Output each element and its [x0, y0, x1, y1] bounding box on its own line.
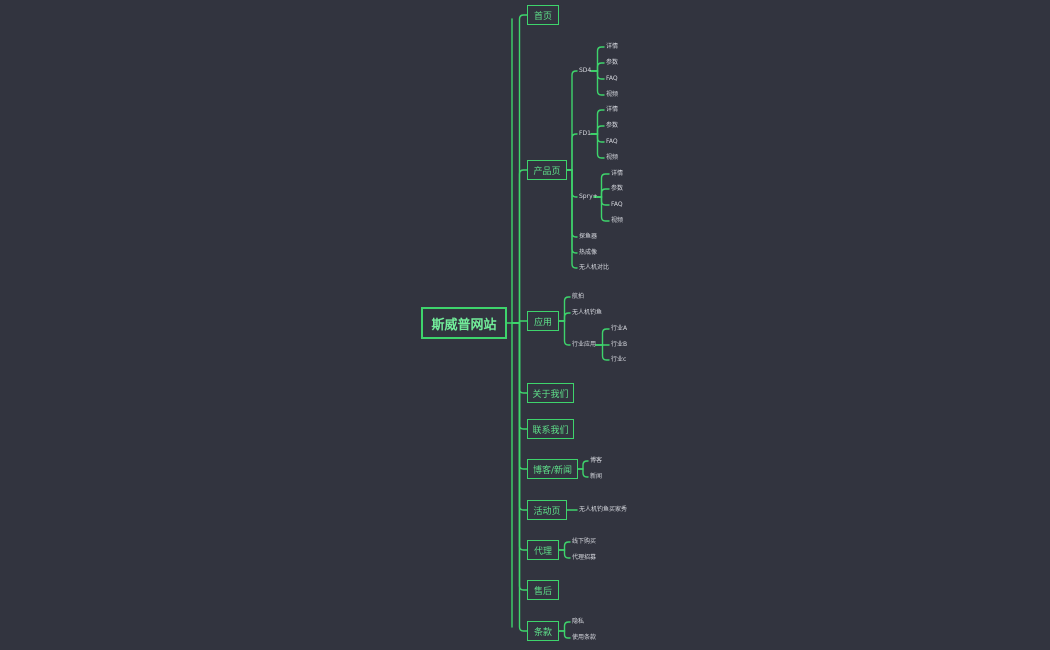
- node-about[interactable]: 关于我们: [527, 383, 574, 403]
- connector-applications-2-2: [595, 344, 610, 361]
- connector-products-1-1: [590, 125, 605, 135]
- root-label: 斯威普网站: [431, 317, 497, 333]
- products-child-2-sub-1[interactable]: 参数: [611, 185, 624, 192]
- node-aftersales[interactable]: 售后: [527, 580, 559, 600]
- products-child-1-sub-3[interactable]: 视频: [606, 154, 619, 161]
- connector-products-1-0: [590, 109, 605, 135]
- products-child-1-sub-1[interactable]: 参数: [606, 122, 619, 129]
- node-home-label: 首页: [533, 11, 552, 22]
- connector-blog-1: [577, 468, 589, 478]
- node-applications-label: 应用: [533, 317, 552, 328]
- events-child-0[interactable]: 无人机钓鱼买家秀: [579, 506, 628, 513]
- connector-terms-1: [558, 630, 571, 639]
- node-agent[interactable]: 代理: [527, 540, 559, 560]
- node-events[interactable]: 活动页: [527, 500, 567, 520]
- connector-products-0-1: [590, 62, 605, 72]
- connector-terms-0: [558, 621, 571, 632]
- connector-products-1: [566, 133, 578, 171]
- node-contact[interactable]: 联系我们: [527, 419, 574, 439]
- applications-child-1[interactable]: 无人机钓鱼: [572, 309, 603, 316]
- node-blog-label: 博客/新闻: [532, 465, 573, 476]
- products-child-1[interactable]: FD1: [579, 130, 591, 137]
- connector-products-1-3: [590, 133, 605, 159]
- connector-applications-1: [558, 312, 571, 322]
- node-products[interactable]: 产品页: [527, 160, 567, 180]
- blog-child-1[interactable]: 新闻: [590, 473, 603, 480]
- terms-child-1[interactable]: 使用条款: [572, 634, 597, 641]
- connector-applications-2: [558, 320, 571, 346]
- node-terms-label: 条款: [533, 627, 552, 638]
- terms-child-0[interactable]: 隐私: [572, 618, 585, 625]
- connector-products-5: [566, 169, 578, 269]
- connector-products-0-0: [590, 46, 605, 72]
- connector-home: [511, 14, 528, 324]
- applications-child-2-sub-0[interactable]: 行业A: [611, 325, 628, 332]
- connector-terms: [511, 322, 528, 632]
- connector-products-2-1: [593, 188, 610, 198]
- applications-child-2-sub-2[interactable]: 行业c: [611, 356, 627, 363]
- node-terms[interactable]: 条款: [527, 621, 559, 641]
- applications-child-2-sub-1[interactable]: 行业B: [611, 341, 628, 348]
- products-child-2-sub-2[interactable]: FAQ: [611, 201, 623, 208]
- products-child-1-sub-0[interactable]: 详情: [606, 106, 619, 113]
- products-child-0-sub-2[interactable]: FAQ: [606, 75, 618, 82]
- node-aftersales-label: 售后: [533, 586, 552, 597]
- connector-products: [511, 169, 528, 324]
- products-child-2-sub-3[interactable]: 视频: [611, 217, 624, 224]
- connector-applications-2-0: [595, 328, 610, 346]
- node-agent-label: 代理: [533, 546, 552, 557]
- applications-child-0[interactable]: 航拍: [572, 293, 585, 300]
- products-child-0-sub-1[interactable]: 参数: [606, 59, 619, 66]
- products-child-1-sub-2[interactable]: FAQ: [606, 138, 618, 145]
- products-child-2[interactable]: Spry+: [579, 193, 598, 200]
- products-child-5[interactable]: 无人机对比: [579, 264, 610, 271]
- products-child-4[interactable]: 热成像: [579, 249, 598, 256]
- connector-agent-0: [558, 541, 571, 551]
- agent-child-0[interactable]: 线下购买: [572, 538, 597, 545]
- products-child-0-sub-0[interactable]: 详情: [606, 43, 619, 50]
- applications-child-2[interactable]: 行业应用: [572, 341, 597, 348]
- connector-products-0: [566, 70, 578, 171]
- connector-applications-0: [558, 296, 571, 322]
- node-products-label: 产品页: [533, 166, 561, 177]
- root-node[interactable]: 斯威普网站: [421, 307, 507, 339]
- node-about-label: 关于我们: [532, 389, 569, 400]
- connector-applications: [511, 320, 528, 324]
- agent-child-1[interactable]: 代理招募: [572, 554, 597, 561]
- node-events-label: 活动页: [533, 506, 561, 517]
- connector-products-2-3: [593, 196, 610, 222]
- products-child-0[interactable]: SD4: [579, 67, 592, 74]
- node-blog[interactable]: 博客/新闻: [527, 459, 578, 479]
- connector-blog-0: [577, 460, 589, 470]
- blog-child-0[interactable]: 博客: [590, 457, 603, 464]
- products-child-2-sub-0[interactable]: 详情: [611, 170, 624, 177]
- connector-products-2-0: [593, 173, 610, 198]
- node-home[interactable]: 首页: [527, 5, 559, 25]
- products-child-0-sub-3[interactable]: 视频: [606, 91, 619, 98]
- node-contact-label: 联系我们: [532, 425, 569, 436]
- node-applications[interactable]: 应用: [527, 311, 559, 331]
- connector-products-0-3: [590, 70, 605, 96]
- products-child-3[interactable]: 探鱼器: [579, 233, 598, 240]
- connector-agent-1: [558, 549, 571, 559]
